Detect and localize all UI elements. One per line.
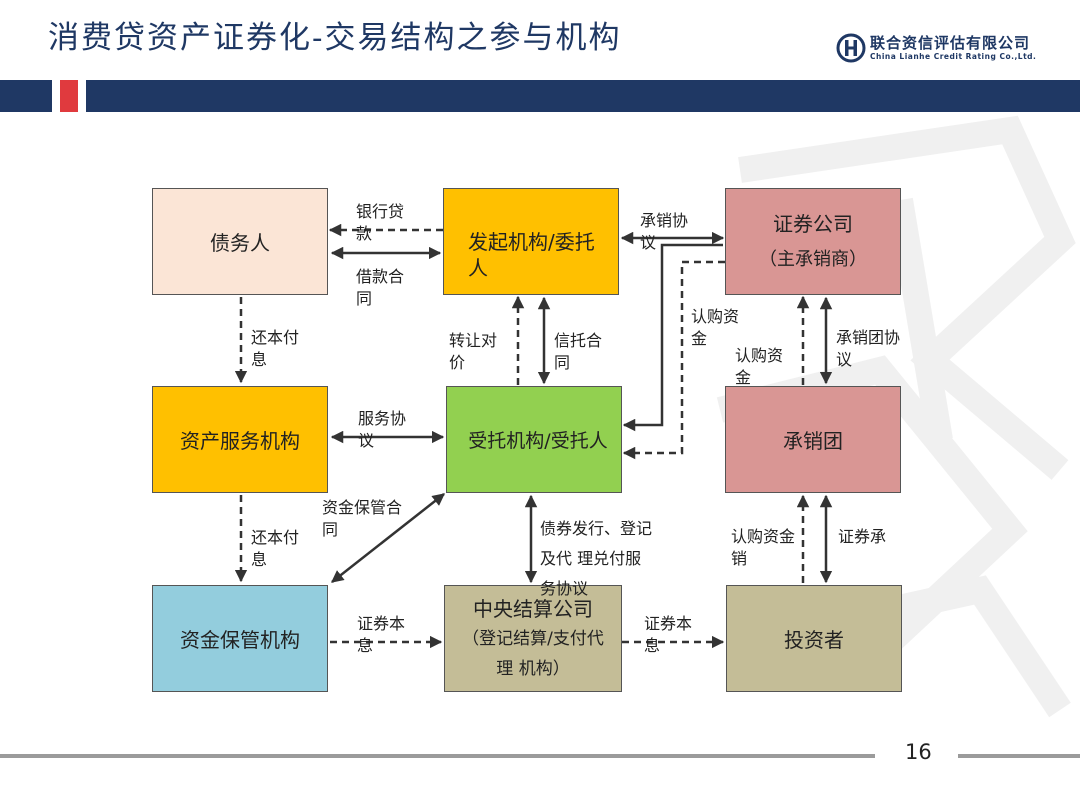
node-debtor: 债务人 bbox=[152, 188, 328, 295]
page-number: 16 bbox=[905, 740, 932, 764]
node-originator: 发起机构/委托 人 bbox=[443, 188, 619, 295]
node-syndicate-label: 承销团 bbox=[783, 429, 843, 453]
label-subscription-funds-1: 认购资金 bbox=[691, 307, 740, 348]
footer-rule bbox=[0, 754, 875, 758]
label-repay-1: 还本付息 bbox=[251, 328, 300, 369]
header-band-gap bbox=[78, 80, 86, 112]
logo-chinese-name: 联合资信评估有限公司 bbox=[870, 34, 1031, 52]
node-csdc-label-2: （登记结算/支付代 bbox=[462, 628, 604, 649]
node-syndicate: 承销团 bbox=[725, 386, 901, 493]
label-loan-contract: 借款合同 bbox=[356, 267, 405, 308]
header-band-gap bbox=[52, 80, 60, 112]
node-servicer: 资产服务机构 bbox=[152, 386, 328, 493]
label-securities-underwrite: 证券承 bbox=[838, 527, 887, 546]
label-transfer-price: 转让对价 bbox=[449, 331, 498, 372]
label-subscription-funds-3: 认购资金销 bbox=[731, 527, 796, 568]
node-servicer-label: 资产服务机构 bbox=[180, 429, 300, 453]
arrow-subscription-funds-1 bbox=[622, 260, 725, 460]
label-bond-issue-agreement: 债券发行、登记及代 理兑付服务协议 bbox=[540, 519, 653, 598]
node-custodian-label: 资金保管机构 bbox=[180, 628, 300, 652]
label-repay-2: 还本付息 bbox=[251, 528, 300, 569]
node-trustee: 受托机构/受托人 bbox=[446, 386, 622, 493]
node-investor: 投资者 bbox=[726, 585, 902, 692]
node-csdc-label-3: 理 机构） bbox=[496, 658, 570, 679]
arrow-securities-to-trustee bbox=[622, 243, 723, 432]
label-service-agreement: 服务协议 bbox=[358, 409, 407, 450]
lianhe-logo-icon bbox=[836, 33, 866, 63]
header-band-red-accent bbox=[60, 80, 78, 112]
slide-title: 消费贷资产证券化-交易结构之参与机构 bbox=[48, 20, 622, 56]
node-csdc: 中央结算公司 （登记结算/支付代 理 机构） bbox=[444, 585, 622, 692]
node-debtor-label: 债务人 bbox=[210, 231, 270, 255]
label-custody-contract: 资金保管合同 bbox=[322, 498, 403, 539]
node-investor-label: 投资者 bbox=[784, 628, 844, 652]
label-bank-loan: 银行贷款 bbox=[356, 202, 405, 243]
node-csdc-label-1: 中央结算公司 bbox=[473, 596, 593, 621]
node-securities-firm-label-1: 证券公司 bbox=[773, 211, 853, 236]
label-trust-contract: 信托合同 bbox=[554, 331, 603, 372]
node-custodian: 资金保管机构 bbox=[152, 585, 328, 692]
label-principal-interest-2: 证券本息 bbox=[644, 614, 693, 655]
node-originator-label-2: 人 bbox=[468, 256, 488, 280]
label-syndicate-agreement: 承销团协议 bbox=[836, 328, 901, 369]
header-band bbox=[0, 80, 1080, 112]
node-trustee-label: 受托机构/受托人 bbox=[468, 430, 608, 452]
label-principal-interest-1: 证券本息 bbox=[357, 614, 406, 655]
label-underwriting-agreement: 承销协议 bbox=[640, 211, 689, 252]
node-securities-firm-label-2: （主承销商） bbox=[759, 248, 867, 270]
logo-english-name: China Lianhe Credit Rating Co.,Ltd. bbox=[870, 52, 1037, 61]
node-securities-firm: 证券公司 （主承销商） bbox=[725, 188, 901, 295]
label-subscription-funds-2: 认购资金 bbox=[735, 346, 784, 387]
company-logo: 联合资信评估有限公司 China Lianhe Credit Rating Co… bbox=[836, 30, 1046, 70]
node-originator-label-1: 发起机构/委托 bbox=[468, 230, 595, 254]
footer-rule-right bbox=[958, 754, 1080, 758]
arrow-custody-contract bbox=[331, 493, 445, 583]
